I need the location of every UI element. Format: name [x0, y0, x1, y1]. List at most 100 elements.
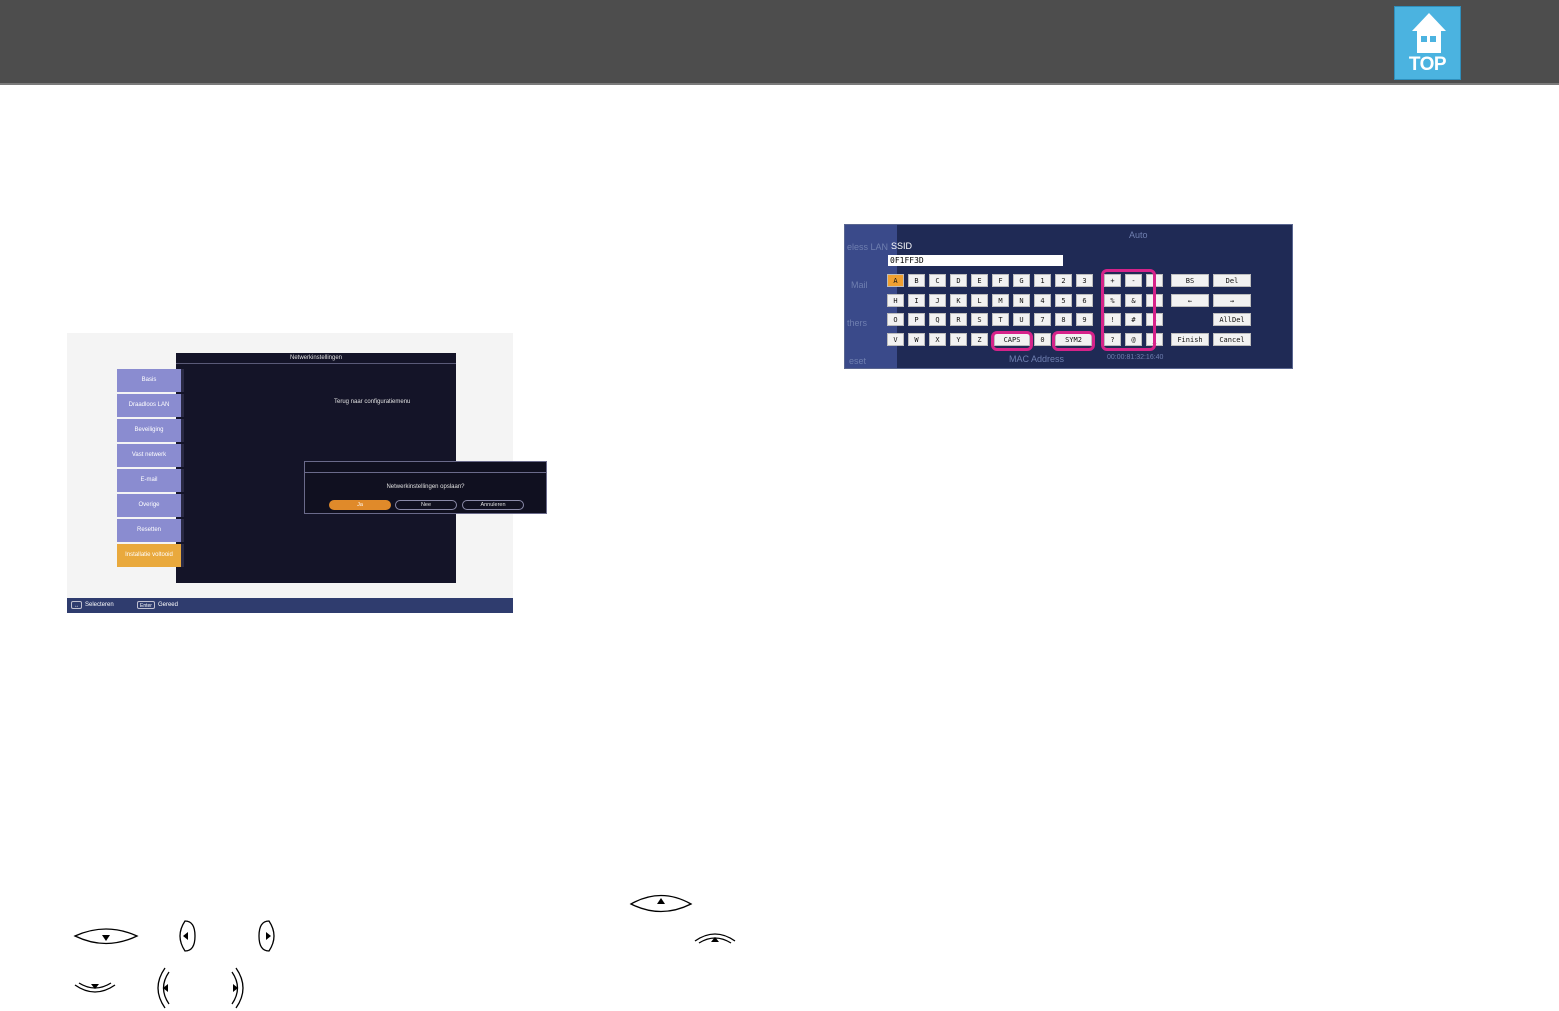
- window-title: Netwerkinstellingen: [176, 353, 456, 364]
- down-button-icon: [73, 928, 139, 945]
- key-3[interactable]: 3: [1076, 274, 1093, 287]
- key-z[interactable]: Z: [971, 333, 988, 346]
- dialog-question: Netwerkinstellingen opslaan?: [386, 484, 465, 490]
- menu-item-email[interactable]: E-mail: [117, 469, 184, 492]
- back-to-config-link[interactable]: Terug naar configuratiemenu: [334, 399, 411, 405]
- bg-label-wireless: eless LAN: [847, 242, 889, 252]
- key-c[interactable]: C: [929, 274, 946, 287]
- key-k[interactable]: K: [950, 294, 967, 307]
- key-e[interactable]: E: [971, 274, 988, 287]
- key-8[interactable]: 8: [1055, 313, 1072, 326]
- key-alldel[interactable]: AllDel: [1213, 313, 1251, 326]
- cancel-button[interactable]: Annuleren: [462, 500, 524, 510]
- sym2-highlight: [1052, 331, 1095, 351]
- top-home-link[interactable]: TOP: [1394, 6, 1461, 80]
- key-i[interactable]: I: [908, 294, 925, 307]
- key-6[interactable]: 6: [1076, 294, 1093, 307]
- select-hint: ↔ Selecteren: [71, 601, 114, 609]
- key-7[interactable]: 7: [1034, 313, 1051, 326]
- key-symbol-1-13[interactable]: ←: [1171, 294, 1209, 307]
- key-symbol-1-14[interactable]: →: [1213, 294, 1251, 307]
- key-n[interactable]: N: [1013, 294, 1030, 307]
- key-s[interactable]: S: [971, 313, 988, 326]
- menu-item-basis[interactable]: Basis: [117, 369, 184, 392]
- key-d[interactable]: D: [950, 274, 967, 287]
- key-cancel[interactable]: Cancel: [1213, 333, 1251, 346]
- down-button-alt-icon: [74, 982, 116, 993]
- bg-label-others: thers: [847, 318, 868, 328]
- network-settings-window: Netwerkinstellingen Terug naar configura…: [176, 353, 547, 583]
- key-y[interactable]: Y: [950, 333, 967, 346]
- left-button-alt-icon: [157, 967, 170, 1009]
- key-symbol-1-10[interactable]: %: [1104, 294, 1121, 307]
- soft-keyboard-screenshot: eless LAN Mail thers eset Auto MAC Addre…: [844, 224, 1293, 369]
- menu-item-security[interactable]: Beveiliging: [117, 419, 184, 442]
- key-del[interactable]: Del: [1213, 274, 1251, 287]
- header-bar: TOP: [0, 0, 1559, 85]
- caps-highlight: [991, 331, 1033, 351]
- key-w[interactable]: W: [908, 333, 925, 346]
- save-confirm-dialog: Netwerkinstellingen opslaan? Ja Nee Annu…: [304, 461, 547, 514]
- key-symbol-1-11[interactable]: &: [1125, 294, 1142, 307]
- menu-item-wireless-lan[interactable]: Draadloos LAN: [117, 394, 184, 417]
- key-x[interactable]: X: [929, 333, 946, 346]
- key-0[interactable]: 0: [1034, 333, 1051, 346]
- select-hint-label: Selecteren: [85, 602, 114, 608]
- enter-key-icon: Enter: [137, 601, 155, 609]
- enter-hint: Enter Gereed: [137, 601, 178, 609]
- dialog-divider: [305, 472, 546, 473]
- key-u[interactable]: U: [1013, 313, 1030, 326]
- menu-item-setup-complete[interactable]: Installatie voltooid: [117, 544, 184, 567]
- key-symbol-0-11[interactable]: -: [1125, 274, 1142, 287]
- key-symbol-3-8[interactable]: ?: [1104, 333, 1121, 346]
- key-g[interactable]: G: [1013, 274, 1030, 287]
- key-p[interactable]: P: [908, 313, 925, 326]
- network-settings-screenshot: Netwerkinstellingen Terug naar configura…: [67, 333, 547, 613]
- right-button-icon: [258, 920, 275, 952]
- bg-label-reset: eset: [849, 356, 867, 366]
- key-finish[interactable]: Finish: [1171, 333, 1209, 346]
- ssid-input[interactable]: 0F1FF3D: [888, 255, 1063, 266]
- key-symbol-2-10[interactable]: !: [1104, 313, 1121, 326]
- bg-label-mail: Mail: [851, 280, 868, 290]
- menu-item-wired-network[interactable]: Vast netwerk: [117, 444, 184, 467]
- key-r[interactable]: R: [950, 313, 967, 326]
- key-l[interactable]: L: [971, 294, 988, 307]
- key-symbol-2-11[interactable]: #: [1125, 313, 1142, 326]
- home-icon-body: [1417, 31, 1441, 53]
- key-v[interactable]: V: [887, 333, 904, 346]
- key-b[interactable]: B: [908, 274, 925, 287]
- key-o[interactable]: O: [887, 313, 904, 326]
- key-q[interactable]: Q: [929, 313, 946, 326]
- key-9[interactable]: 9: [1076, 313, 1093, 326]
- help-bar: ↔ Selecteren Enter Gereed: [67, 598, 513, 613]
- key-1[interactable]: 1: [1034, 274, 1051, 287]
- left-right-arrows-icon: ↔: [71, 601, 82, 609]
- key-4[interactable]: 4: [1034, 294, 1051, 307]
- key-f[interactable]: F: [992, 274, 1009, 287]
- key-2[interactable]: 2: [1055, 274, 1072, 287]
- key-symbol-3-9[interactable]: @: [1125, 333, 1142, 346]
- key-h[interactable]: H: [887, 294, 904, 307]
- key-symbol-0-10[interactable]: +: [1104, 274, 1121, 287]
- bg-label-mac-address: MAC Address: [1009, 354, 1065, 364]
- left-button-icon: [179, 920, 196, 952]
- key-j[interactable]: J: [929, 294, 946, 307]
- key-bs[interactable]: BS: [1171, 274, 1209, 287]
- yes-button[interactable]: Ja: [329, 500, 391, 510]
- bg-label-mac-value: 00:00:81:32:16:40: [1107, 354, 1164, 361]
- up-button-icon: [629, 894, 693, 913]
- menu-item-other[interactable]: Overige: [117, 494, 184, 517]
- no-button[interactable]: Nee: [395, 500, 457, 510]
- menu-item-reset[interactable]: Resetten: [117, 519, 184, 542]
- right-button-alt-icon: [231, 967, 244, 1009]
- key-t[interactable]: T: [992, 313, 1009, 326]
- bg-label-auto: Auto: [1129, 230, 1148, 240]
- key-m[interactable]: M: [992, 294, 1009, 307]
- key-5[interactable]: 5: [1055, 294, 1072, 307]
- ssid-label: SSID: [891, 241, 913, 251]
- top-label: TOP: [1408, 54, 1447, 75]
- home-icon: [1412, 13, 1446, 31]
- key-a[interactable]: A: [887, 274, 904, 287]
